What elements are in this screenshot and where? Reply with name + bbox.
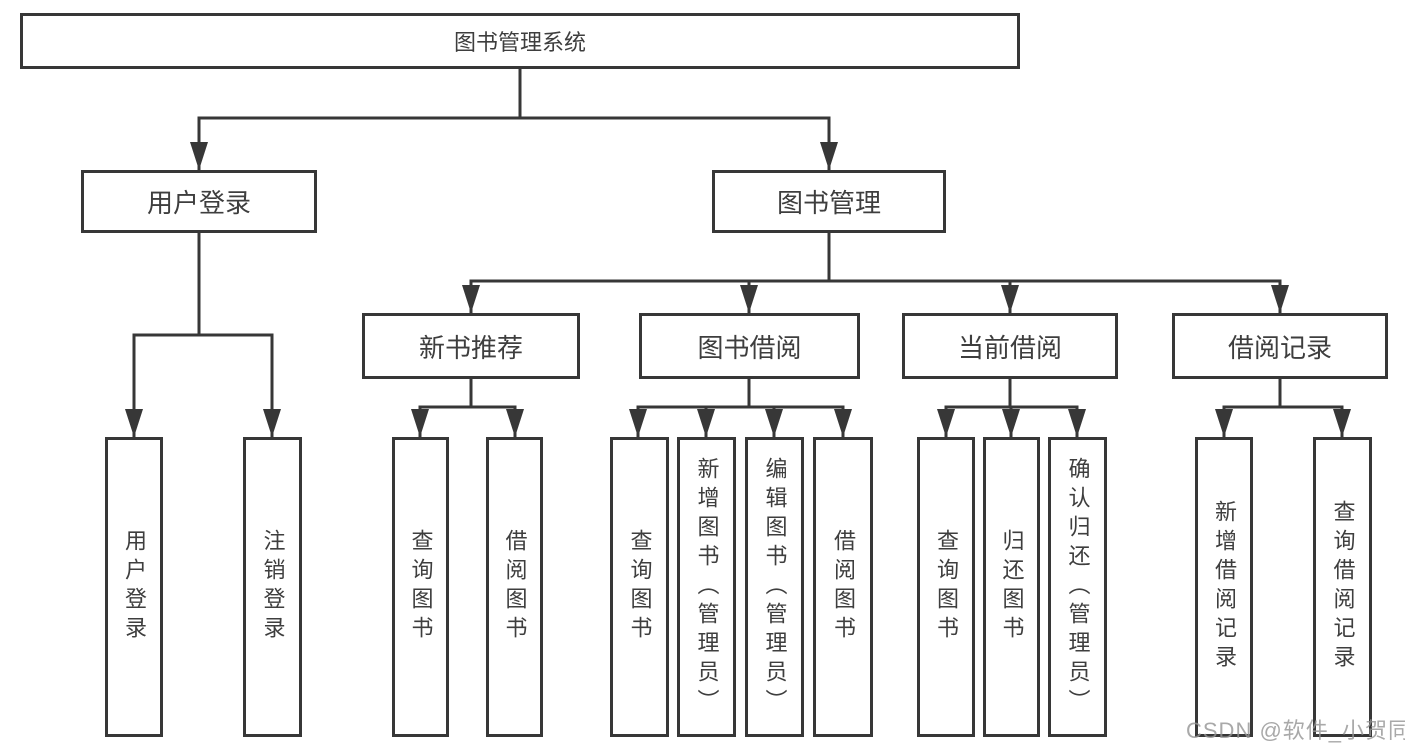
leaf-label: 查询借阅记录 (1330, 500, 1356, 674)
node-new-book-recommend: 新书推荐 (362, 313, 580, 379)
leaf-borrow-books-1: 借阅图书 (486, 437, 543, 737)
leaf-query-borrow-record: 查询借阅记录 (1313, 437, 1372, 737)
leaf-label: 借阅图书 (502, 529, 528, 645)
leaf-label: 查询图书 (408, 529, 434, 645)
leaf-add-books-admin: 新增图书（管理员） (677, 437, 736, 737)
node-label: 新书推荐 (418, 332, 523, 363)
leaf-edit-books-admin: 编辑图书（管理员） (745, 437, 804, 737)
node-label: 当前借阅 (957, 332, 1062, 363)
node-library-management-system: 图书管理系统 (20, 13, 1020, 69)
leaf-label: 归还图书 (999, 529, 1025, 645)
node-book-borrowing: 图书借阅 (639, 313, 860, 379)
leaf-label: 注销登录 (260, 529, 286, 645)
leaf-label: 借阅图书 (831, 529, 856, 645)
leaf-logout: 注销登录 (243, 437, 302, 737)
leaf-label: 新增借阅记录 (1212, 500, 1237, 674)
leaf-label: 查询图书 (934, 529, 959, 645)
leaf-label: 查询图书 (627, 529, 653, 645)
node-user-login: 用户登录 (81, 170, 317, 233)
leaf-query-books-3: 查询图书 (917, 437, 975, 737)
csdn-watermark: CSDN @软件_小贺同学 (1186, 718, 1405, 743)
leaf-label: 用户登录 (122, 529, 147, 645)
node-label: 图书借阅 (697, 332, 802, 363)
leaf-label: 编辑图书（管理员） (762, 456, 788, 718)
leaf-user-login: 用户登录 (105, 437, 163, 737)
leaf-query-books-2: 查询图书 (610, 437, 669, 737)
node-current-borrowing: 当前借阅 (902, 313, 1118, 379)
leaf-borrow-books-2: 借阅图书 (813, 437, 873, 737)
node-label: 图书管理系统 (453, 30, 586, 55)
node-book-management: 图书管理 (712, 170, 946, 233)
leaf-query-books-1: 查询图书 (392, 437, 449, 737)
node-label: 借阅记录 (1227, 332, 1332, 363)
leaf-return-books: 归还图书 (983, 437, 1040, 737)
node-label: 图书管理 (776, 188, 881, 218)
node-label: 用户登录 (146, 188, 251, 218)
leaf-label: 确认归还（管理员） (1065, 456, 1091, 718)
leaf-add-borrow-record: 新增借阅记录 (1195, 437, 1253, 737)
leaf-confirm-return-admin: 确认归还（管理员） (1048, 437, 1107, 737)
node-borrowing-records: 借阅记录 (1172, 313, 1388, 379)
leaf-label: 新增图书（管理员） (694, 456, 720, 718)
